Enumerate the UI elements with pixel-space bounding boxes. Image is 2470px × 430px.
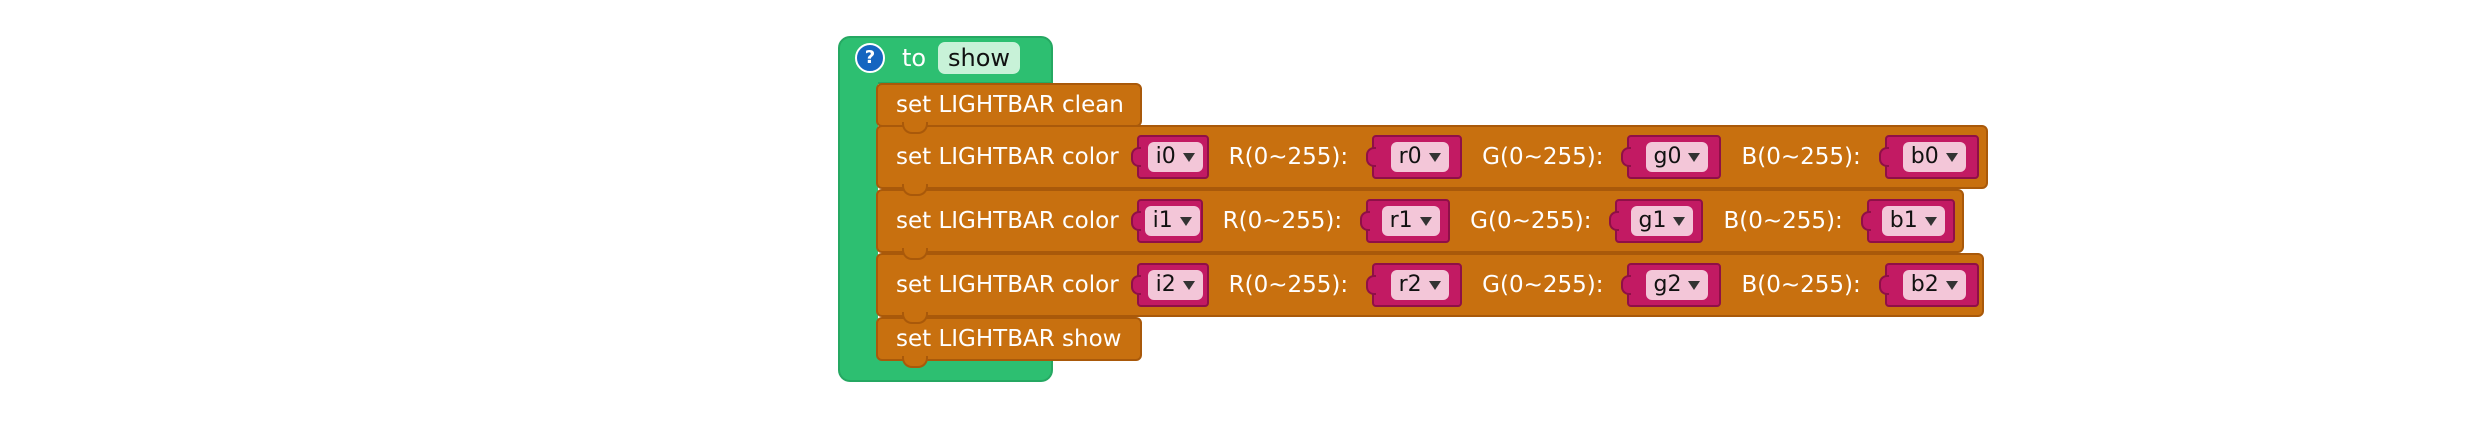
socket-puzzle-tab <box>1621 275 1632 295</box>
block-connector-notch <box>902 184 928 196</box>
help-icon[interactable]: ? <box>855 43 885 73</box>
variable-name: i1 <box>1152 208 1173 233</box>
socket-puzzle-tab <box>1130 275 1141 295</box>
variable-dropdown[interactable]: b2 <box>1902 270 1966 300</box>
block-connector-notch <box>902 312 928 324</box>
g-param-label: G(0~255): <box>1482 144 1604 170</box>
block-connector-notch <box>902 356 928 368</box>
socket-puzzle-tab <box>1621 147 1632 167</box>
r-param-label: R(0~255): <box>1222 208 1343 234</box>
b-variable-socket[interactable]: b2 <box>1878 263 1979 307</box>
chevron-down-icon <box>1179 216 1192 226</box>
procedure-name-field[interactable]: show <box>938 42 1021 74</box>
block-label: set LIGHTBAR clean <box>896 92 1124 118</box>
g-variable-socket[interactable]: g2 <box>1621 263 1722 307</box>
variable-dropdown[interactable]: i1 <box>1144 206 1200 236</box>
index-variable-socket[interactable]: i0 <box>1130 135 1209 179</box>
socket-puzzle-tab <box>1878 147 1889 167</box>
b-variable-socket[interactable]: b0 <box>1878 135 1979 179</box>
variable-dropdown[interactable]: g0 <box>1645 142 1709 172</box>
variable-name: g2 <box>1653 272 1682 297</box>
r-variable-socket[interactable]: r2 <box>1366 263 1463 307</box>
variable-dropdown[interactable]: b0 <box>1902 142 1966 172</box>
variable-name: b0 <box>1910 144 1939 169</box>
socket-puzzle-tab <box>1609 211 1620 231</box>
r-param-label: R(0~255): <box>1228 272 1349 298</box>
procedure-keyword: to <box>902 44 927 72</box>
r-param-label: R(0~255): <box>1228 144 1349 170</box>
variable-name: r1 <box>1389 208 1413 233</box>
set-lightbar-color-block[interactable]: set LIGHTBAR color i2 R(0~255): r2 G(0~2… <box>876 253 1984 324</box>
socket-puzzle-tab <box>1130 147 1141 167</box>
procedure-block-spine[interactable] <box>838 80 878 350</box>
variable-name: i0 <box>1155 144 1176 169</box>
socket-puzzle-tab <box>1878 275 1889 295</box>
set-lightbar-color-block[interactable]: set LIGHTBAR color i0 R(0~255): r0 G(0~2… <box>876 125 1988 196</box>
chevron-down-icon <box>1182 152 1195 162</box>
set-lightbar-color-block[interactable]: set LIGHTBAR color i1 R(0~255): r1 G(0~2… <box>876 189 1964 260</box>
chevron-down-icon <box>1924 216 1937 226</box>
block-label: set LIGHTBAR color <box>896 208 1119 234</box>
chevron-down-icon <box>1673 216 1686 226</box>
socket-puzzle-tab <box>1366 147 1377 167</box>
r-variable-socket[interactable]: r0 <box>1366 135 1463 179</box>
chevron-down-icon <box>1688 280 1701 290</box>
chevron-down-icon <box>1428 152 1441 162</box>
variable-name: g0 <box>1653 144 1682 169</box>
g-param-label: G(0~255): <box>1470 208 1592 234</box>
variable-dropdown[interactable]: i0 <box>1147 142 1203 172</box>
b-param-label: B(0~255): <box>1741 144 1861 170</box>
variable-name: r2 <box>1398 272 1422 297</box>
chevron-down-icon <box>1182 280 1195 290</box>
variable-name: g1 <box>1638 208 1667 233</box>
block-label: set LIGHTBAR color <box>896 144 1119 170</box>
variable-dropdown[interactable]: r1 <box>1381 206 1440 236</box>
variable-name: b2 <box>1910 272 1939 297</box>
socket-puzzle-tab <box>1860 211 1871 231</box>
socket-puzzle-tab <box>1130 211 1141 231</box>
index-variable-socket[interactable]: i1 <box>1130 199 1203 243</box>
variable-dropdown[interactable]: r0 <box>1390 142 1449 172</box>
variable-dropdown[interactable]: g1 <box>1630 206 1694 236</box>
variable-dropdown[interactable]: r2 <box>1390 270 1449 300</box>
g-variable-socket[interactable]: g0 <box>1621 135 1722 179</box>
block-connector-notch <box>902 122 928 134</box>
variable-dropdown[interactable]: g2 <box>1645 270 1709 300</box>
g-variable-socket[interactable]: g1 <box>1609 199 1704 243</box>
socket-puzzle-tab <box>1360 211 1371 231</box>
variable-dropdown[interactable]: b1 <box>1881 206 1945 236</box>
set-lightbar-clean-block[interactable]: set LIGHTBAR clean <box>876 83 1142 134</box>
block-label: set LIGHTBAR show <box>896 326 1122 352</box>
g-param-label: G(0~255): <box>1482 272 1604 298</box>
chevron-down-icon <box>1945 280 1958 290</box>
b-param-label: B(0~255): <box>1723 208 1843 234</box>
variable-name: r0 <box>1398 144 1422 169</box>
chevron-down-icon <box>1419 216 1432 226</box>
set-lightbar-show-block[interactable]: set LIGHTBAR show <box>876 317 1142 368</box>
block-label: set LIGHTBAR color <box>896 272 1119 298</box>
chevron-down-icon <box>1688 152 1701 162</box>
variable-name: b1 <box>1889 208 1918 233</box>
chevron-down-icon <box>1428 280 1441 290</box>
b-param-label: B(0~255): <box>1741 272 1861 298</box>
b-variable-socket[interactable]: b1 <box>1860 199 1955 243</box>
variable-dropdown[interactable]: i2 <box>1147 270 1203 300</box>
block-connector-notch <box>902 248 928 260</box>
chevron-down-icon <box>1945 152 1958 162</box>
variable-name: i2 <box>1155 272 1176 297</box>
socket-puzzle-tab <box>1366 275 1377 295</box>
index-variable-socket[interactable]: i2 <box>1130 263 1209 307</box>
r-variable-socket[interactable]: r1 <box>1360 199 1451 243</box>
